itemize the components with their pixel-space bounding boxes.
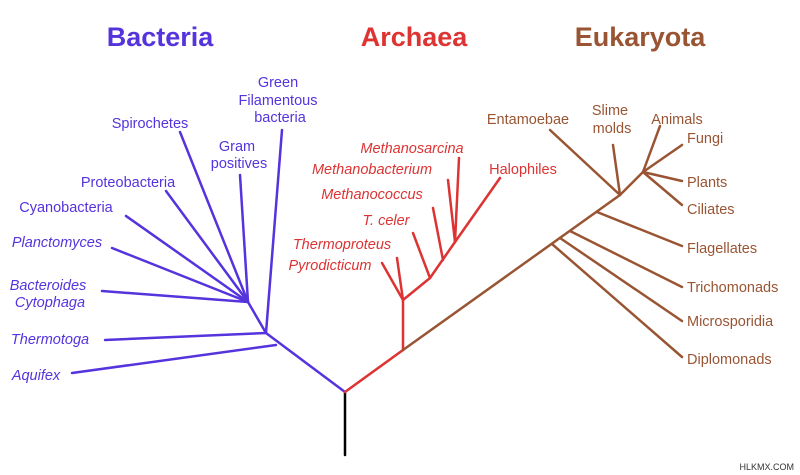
bacteria-domain-title: Bacteria xyxy=(107,22,215,52)
halophiles-label: Halophiles xyxy=(489,162,557,178)
entamoebae-label: Entamoebae xyxy=(487,112,569,128)
entamoebae-branch xyxy=(548,128,622,197)
aquifex-branch xyxy=(70,343,278,375)
archaea-labels: Methanosarcina Methanobacterium Halophil… xyxy=(289,141,557,274)
green-filamentous-bacteria-label: Green Filamentous bacteria xyxy=(238,75,321,126)
archaea-stem-branch xyxy=(343,348,405,394)
fungi-branch xyxy=(641,143,684,174)
spirochetes-branch xyxy=(178,130,250,304)
methanobacterium-label: Methanobacterium xyxy=(312,162,432,178)
bacteroides-cytophaga-label: Bacteroides Cytophaga xyxy=(10,278,91,311)
methanococcus-label: Methanococcus xyxy=(321,187,423,203)
cyanobacteria-branch xyxy=(124,214,250,304)
methanococcus-branch xyxy=(431,206,445,262)
thermoproteus-label: Thermoproteus xyxy=(293,237,391,253)
spirochetes-label: Spirochetes xyxy=(112,116,189,132)
green-filamentous-branch xyxy=(264,128,284,335)
flagellates-branch xyxy=(595,210,684,248)
halophiles-branch xyxy=(453,176,502,244)
eukaryota-labels: Entamoebae Slime molds Animals Fungi Pla… xyxy=(487,103,778,368)
bacteroides-branch xyxy=(100,289,250,304)
ciliates-label: Ciliates xyxy=(687,202,735,218)
t-celer-branch xyxy=(411,231,432,280)
microsporidia-branch xyxy=(558,236,684,323)
methanosarcina-branch xyxy=(453,156,461,244)
proteobacteria-label: Proteobacteria xyxy=(81,175,176,191)
bacteria-labels: Green Filamentous bacteria Spirochetes G… xyxy=(10,75,321,384)
animals-label: Animals xyxy=(651,112,703,128)
eukaryota-domain-title: Eukaryota xyxy=(575,22,707,52)
pyrodicticum-branch xyxy=(380,261,405,302)
ciliates-branch xyxy=(641,170,684,207)
pyrodicticum-label: Pyrodicticum xyxy=(289,258,372,274)
thermotoga-label: Thermotoga xyxy=(11,332,89,348)
thermoproteus-branch xyxy=(395,256,405,302)
crown-branch xyxy=(618,170,645,197)
gram-positives-label: Gram positives xyxy=(211,139,267,172)
flagellates-label: Flagellates xyxy=(687,241,757,257)
gram-positives-branch xyxy=(238,173,250,304)
microsporidia-label: Microsporidia xyxy=(687,314,774,330)
planctomyces-label: Planctomyces xyxy=(12,235,102,251)
slime-molds-branch xyxy=(611,143,622,197)
eukaryota-stem-branch xyxy=(401,193,622,352)
plants-label: Plants xyxy=(687,175,727,191)
trichomonads-label: Trichomonads xyxy=(687,280,778,296)
aquifex-label: Aquifex xyxy=(11,368,61,384)
archaea-domain-title: Archaea xyxy=(361,22,469,52)
slime-molds-label: Slime molds xyxy=(592,103,632,137)
watermark-text: HLKMX.COM xyxy=(739,462,794,472)
archaea-branches xyxy=(343,156,502,394)
planctomyces-branch xyxy=(110,246,250,304)
bacteria-stem-branch xyxy=(264,331,347,394)
proteobacteria-branch xyxy=(164,189,250,304)
methanosarcina-label: Methanosarcina xyxy=(360,141,463,157)
fungi-label: Fungi xyxy=(687,131,723,147)
diplomonads-label: Diplomonads xyxy=(687,352,772,368)
methanobacterium-branch xyxy=(446,178,457,244)
t-celer-label: T. celer xyxy=(362,213,410,229)
cyanobacteria-label: Cyanobacteria xyxy=(19,200,113,216)
diplomonads-branch xyxy=(550,242,684,359)
bacteria-inner-branch xyxy=(246,300,268,335)
plants-branch xyxy=(641,170,684,183)
thermotoga-branch xyxy=(103,331,268,342)
bacteria-branches xyxy=(70,128,347,394)
trichomonads-branch xyxy=(568,229,684,289)
archaea-inner-branch xyxy=(401,276,432,302)
eukaryota-branches xyxy=(401,124,684,359)
animals-branch xyxy=(641,124,662,174)
